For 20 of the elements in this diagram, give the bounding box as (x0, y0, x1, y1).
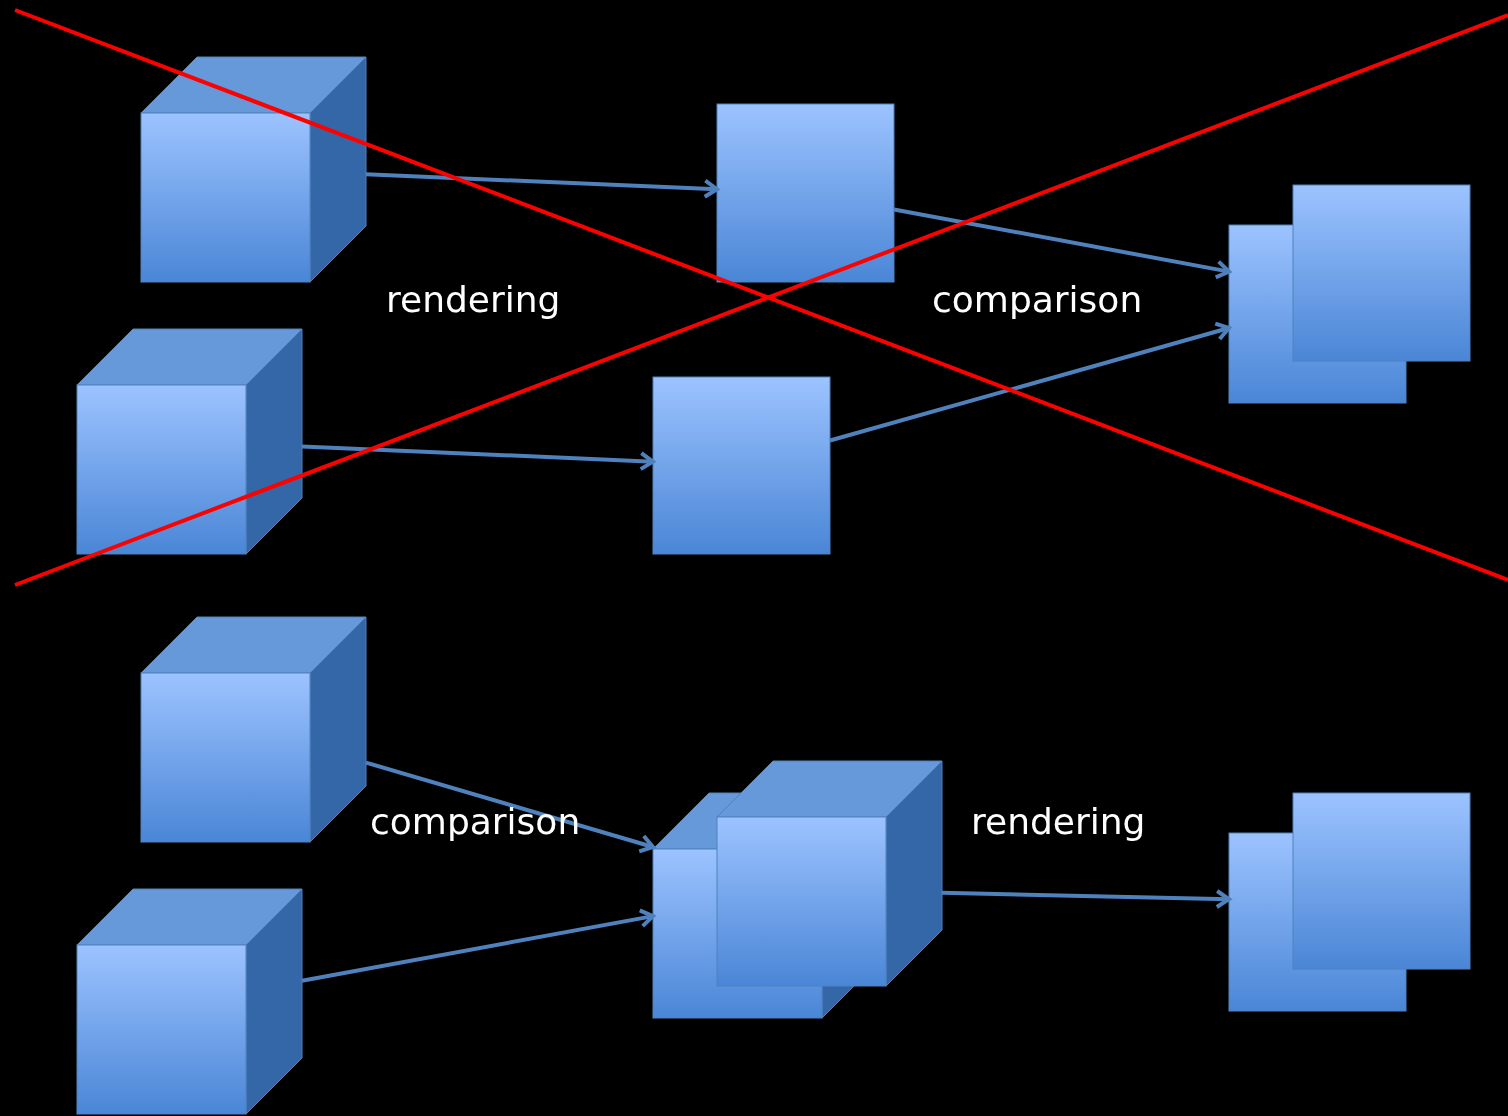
arrow (301, 908, 655, 983)
step-label: rendering (971, 800, 1146, 844)
arrow (301, 444, 655, 472)
step-label: comparison (932, 278, 1143, 322)
stacked-squares (1229, 793, 1470, 1011)
arrow (893, 207, 1231, 280)
arrow (829, 321, 1231, 443)
square-shape (717, 104, 894, 282)
cube-shape (77, 329, 302, 554)
arrow (941, 889, 1231, 909)
cube-shape (141, 57, 366, 282)
step-label: rendering (386, 278, 561, 322)
step-label: comparison (370, 800, 581, 844)
arrow (365, 760, 655, 854)
square-shape (653, 377, 830, 554)
stacked-cubes (653, 761, 942, 1018)
arrow (365, 172, 719, 199)
cube-shape (141, 617, 366, 842)
stacked-squares (1229, 185, 1470, 403)
cube-shape (77, 889, 302, 1114)
